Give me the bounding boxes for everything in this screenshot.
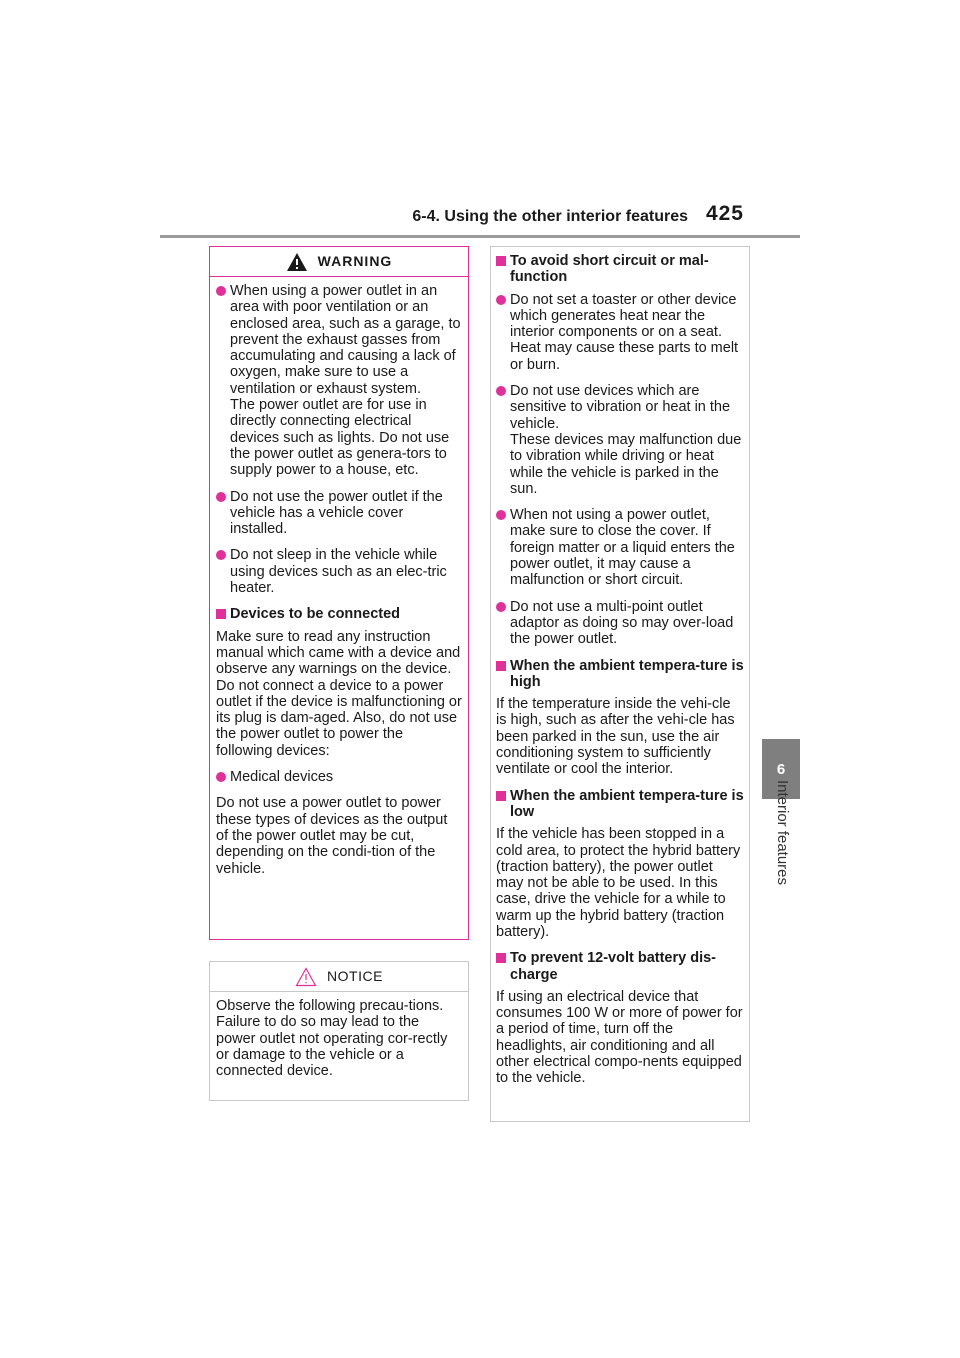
notice-title: NOTICE (327, 968, 383, 985)
info-box: To avoid short circuit or mal-function D… (490, 246, 750, 1122)
page-header: 6-4. Using the other interior features 4… (160, 202, 800, 238)
bullet-dot-icon (496, 294, 506, 305)
subheading-text: When the ambient tempera-ture is low (510, 787, 744, 820)
paragraph: If using an electrical device that consu… (496, 988, 743, 1087)
bullet-text: When not using a power outlet, make sure… (510, 507, 735, 589)
bullet-text: Do not use devices which are sensitive t… (510, 383, 731, 432)
subheading: Devices to be connected (216, 606, 462, 622)
paragraph: Make sure to read any instruction manual… (216, 628, 462, 759)
list-item: Do not set a toaster or other device whi… (496, 292, 744, 373)
subheading-text: When the ambient tempera-ture is high (510, 657, 744, 690)
square-bullet-icon (216, 609, 226, 620)
bullet-dot-icon (496, 386, 506, 397)
subheading-text: To avoid short circuit or mal-function (510, 253, 709, 286)
list-item: When using a power outlet in an area wit… (216, 283, 462, 479)
list-item: Do not use a multi-point outlet adaptor … (496, 599, 744, 648)
paragraph: Failure to do so may lead to the power o… (216, 1014, 448, 1080)
list-item: Medical devices (216, 769, 462, 785)
subheading: When the ambient tempera-ture is low (496, 788, 744, 821)
subheading-text: Devices to be connected (230, 606, 401, 623)
page-number: 425 (705, 202, 744, 225)
bullet-text: Do not set a toaster or other device whi… (510, 291, 739, 373)
warning-triangle-icon (286, 252, 307, 271)
warning-content: When using a power outlet in an area wit… (210, 277, 468, 893)
paragraph: Do not use a power outlet to power these… (216, 795, 448, 877)
notice-box: NOTICE Observe the following precau-tion… (209, 961, 469, 1101)
bullet-text-continued: The power outlet are for use in directly… (230, 397, 450, 479)
warning-box: WARNING When using a power outlet in an … (209, 246, 469, 940)
notice-content: Observe the following precau-tions. Fail… (210, 992, 468, 1085)
list-item: When not using a power outlet, make sure… (496, 507, 744, 588)
bullet-text: Do not use the power outlet if the vehic… (230, 488, 443, 538)
bullet-dot-icon (496, 601, 506, 612)
section-title: 6-4. Using the other interior features (412, 208, 688, 225)
square-bullet-icon (496, 953, 506, 964)
chapter-number: 6 (776, 760, 786, 778)
subheading-text: To prevent 12-volt battery dis-charge (510, 950, 716, 983)
bullet-text: When using a power outlet in an area wit… (230, 283, 461, 397)
paragraph: Observe the following precau-tions. (216, 998, 444, 1014)
list-item: Do not use the power outlet if the vehic… (216, 489, 462, 538)
bullet-text: Do not sleep in the vehicle while using … (230, 547, 447, 597)
warning-title: WARNING (317, 253, 393, 270)
bullet-dot-icon (496, 510, 506, 521)
caution-triangle-outline-icon (295, 966, 317, 986)
subheading: When the ambient tempera-ture is high (496, 658, 744, 691)
subheading: To avoid short circuit or mal-function (496, 253, 744, 286)
bullet-dot-icon (216, 772, 226, 783)
square-bullet-icon (496, 790, 506, 801)
bullet-text: Do not use a multi-point outlet adaptor … (510, 598, 734, 648)
info-content: To avoid short circuit or mal-function D… (491, 247, 749, 1103)
bullet-text-continued: These devices may malfunction due to vib… (510, 431, 742, 497)
notice-header: NOTICE (210, 962, 468, 992)
bullet-dot-icon (216, 491, 226, 502)
list-item: Do not use devices which are sensitive t… (496, 383, 744, 497)
bullet-dot-icon (216, 550, 226, 561)
chapter-side-label: Interior features (768, 779, 798, 884)
warning-header: WARNING (210, 247, 468, 277)
chapter-tab: 6 (762, 739, 800, 799)
subheading: To prevent 12-volt battery dis-charge (496, 950, 744, 983)
bullet-text: Medical devices (230, 769, 334, 786)
paragraph: If the vehicle has been stopped in a col… (496, 826, 741, 940)
bullet-dot-icon (216, 286, 226, 296)
list-item: Do not sleep in the vehicle while using … (216, 547, 462, 596)
square-bullet-icon (496, 256, 506, 266)
chapter-label: Interior features (774, 779, 792, 885)
paragraph: If the temperature inside the vehi-cle i… (496, 696, 735, 778)
square-bullet-icon (496, 660, 506, 671)
